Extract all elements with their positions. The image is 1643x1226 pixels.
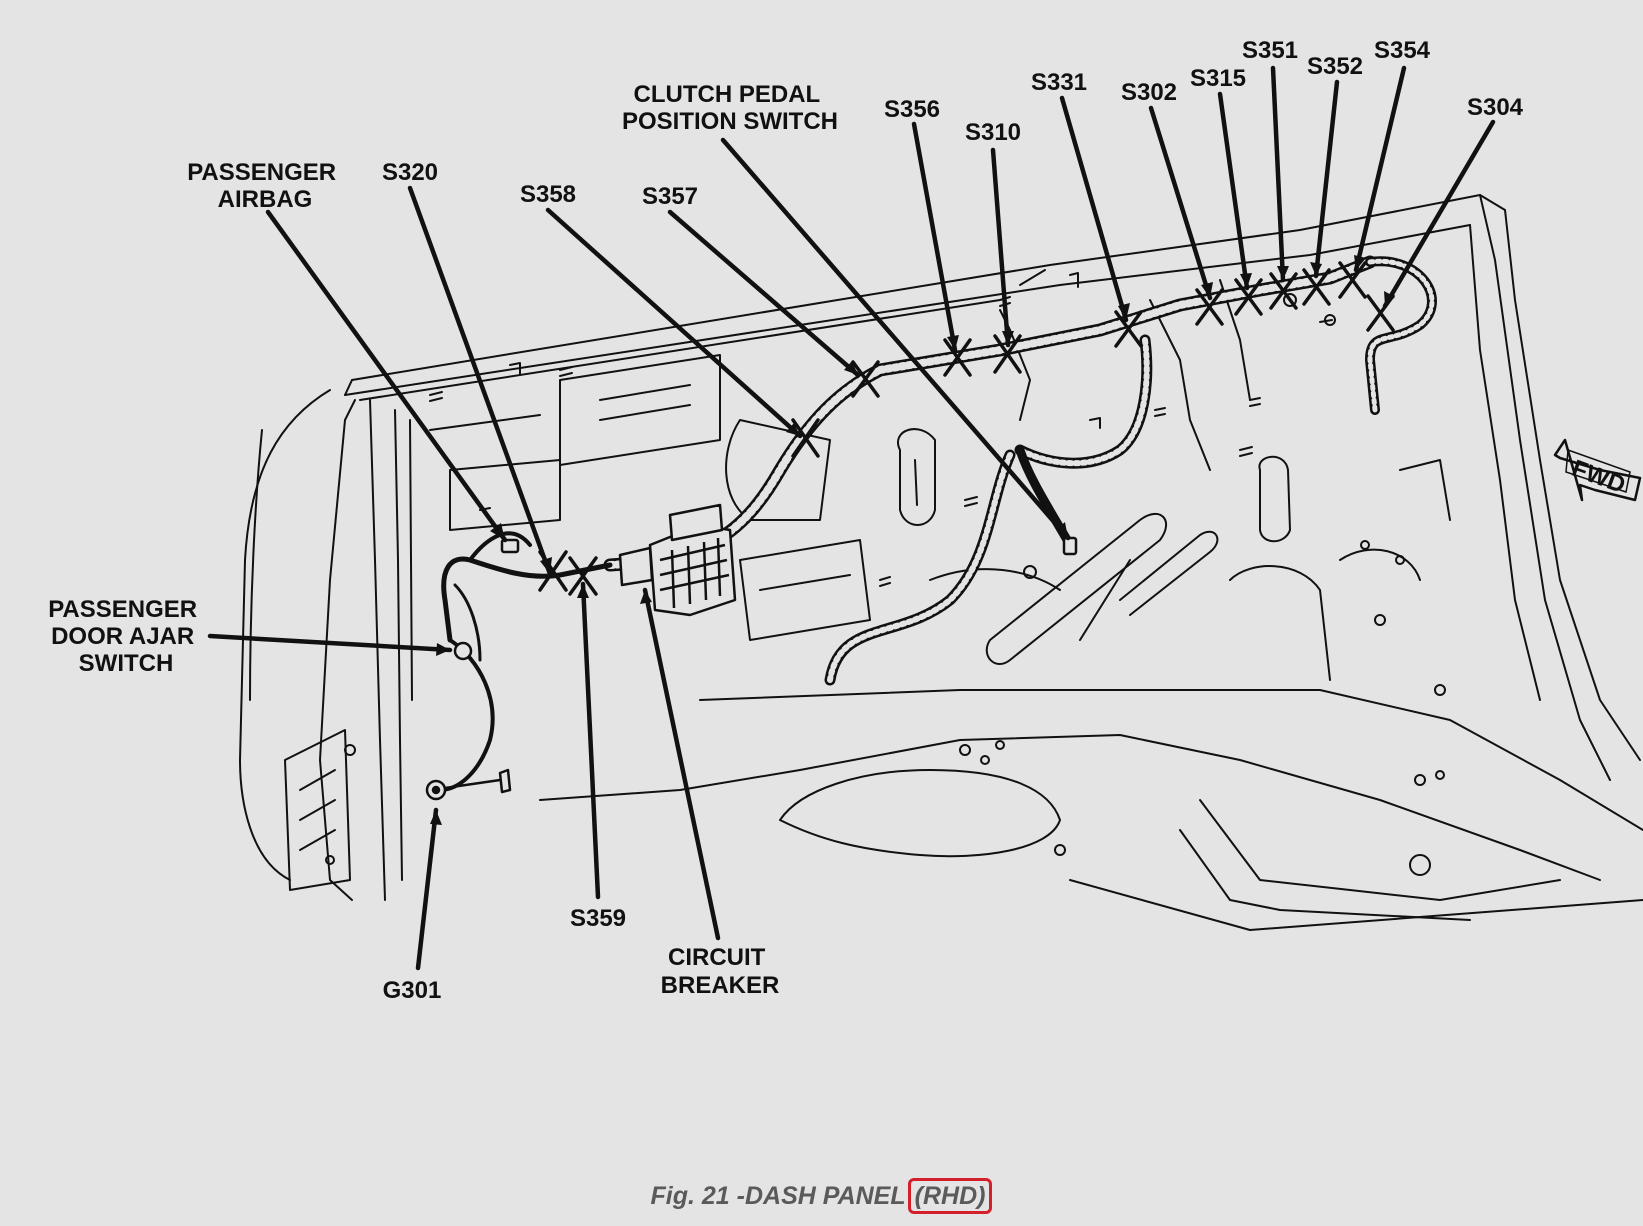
label-s354: S354 — [1374, 37, 1431, 64]
caption-rhd-highlight: (RHD) — [907, 1178, 993, 1214]
label-s331: S331 — [1031, 69, 1087, 96]
label-clutch-pedal-position-switch: CLUTCH PEDAL POSITION SWITCH — [622, 81, 838, 135]
label-g301: G301 — [383, 977, 442, 1004]
splice-s358-mark — [791, 418, 820, 458]
label-s302: S302 — [1121, 79, 1177, 106]
leader-s359 — [580, 581, 601, 900]
callout-labels: PASSENGER AIRBAG S320 S358 S357 CLUTCH P… — [48, 37, 1523, 1004]
label-passenger-door-ajar-switch: PASSENGER DOOR AJAR SWITCH — [48, 596, 204, 677]
splice-s359-mark — [568, 556, 598, 596]
splice-marks — [538, 261, 1395, 596]
splice-s320-mark — [538, 550, 568, 592]
splice-s351-mark — [1269, 272, 1298, 310]
leader-s331 — [1059, 95, 1129, 323]
label-s315: S315 — [1190, 65, 1246, 92]
passenger-airbag-connector — [500, 538, 520, 554]
label-s320: S320 — [382, 159, 438, 186]
ground-wire — [438, 638, 495, 792]
label-s357: S357 — [642, 183, 698, 210]
splice-s302-mark — [1195, 288, 1224, 326]
fwd-arrow: FWD — [1553, 438, 1642, 502]
label-s351: S351 — [1242, 37, 1298, 64]
leader-clutch — [720, 137, 1071, 541]
components — [425, 503, 1078, 801]
leader-s304 — [1382, 119, 1496, 309]
leader-g301 — [415, 807, 439, 971]
leader-s354 — [1353, 65, 1407, 273]
leader-s358 — [545, 207, 803, 439]
leader-lines — [207, 65, 1496, 971]
leader-s302 — [1148, 105, 1213, 301]
leader-s356 — [911, 121, 958, 353]
clutch-switch-connector — [1062, 536, 1078, 556]
vehicle-body-drawing — [239, 194, 1643, 931]
splice-s354-mark — [1338, 261, 1367, 299]
splice-s304-mark — [1366, 294, 1395, 332]
leader-passenger-airbag — [265, 209, 508, 543]
door-ajar-switch — [453, 641, 473, 661]
splice-s352-mark — [1302, 268, 1331, 306]
label-s304: S304 — [1467, 94, 1524, 121]
splice-s356-mark — [943, 338, 972, 377]
label-s359: S359 — [570, 905, 626, 932]
leader-circuit-breaker — [642, 587, 721, 941]
leader-s351 — [1270, 65, 1286, 283]
leader-s310 — [990, 147, 1011, 348]
leader-s320 — [407, 185, 553, 577]
arrowheads — [430, 255, 1395, 825]
caption-prefix: Fig. 21 -DASH PANEL — [650, 1182, 906, 1210]
label-s358: S358 — [520, 181, 576, 208]
circuit-breaker-block — [618, 503, 737, 617]
splice-s357-mark — [851, 360, 880, 398]
splice-s310-mark — [993, 334, 1022, 374]
harness-branch-floor — [824, 449, 1016, 686]
label-circuit-breaker: CIRCUIT BREAKER — [661, 944, 780, 999]
label-passenger-airbag: PASSENGER AIRBAG — [187, 159, 343, 213]
splice-s315-mark — [1234, 278, 1263, 316]
label-s356: S356 — [884, 96, 940, 123]
leader-door-ajar — [207, 633, 453, 653]
leader-s357 — [667, 209, 861, 378]
label-s352: S352 — [1307, 53, 1363, 80]
leader-s315 — [1217, 91, 1250, 291]
figure-caption: Fig. 21 -DASH PANEL(RHD) — [0, 1178, 1643, 1214]
label-s310: S310 — [965, 119, 1021, 146]
splice-s331-mark — [1114, 310, 1143, 348]
leader-s352 — [1313, 79, 1340, 279]
